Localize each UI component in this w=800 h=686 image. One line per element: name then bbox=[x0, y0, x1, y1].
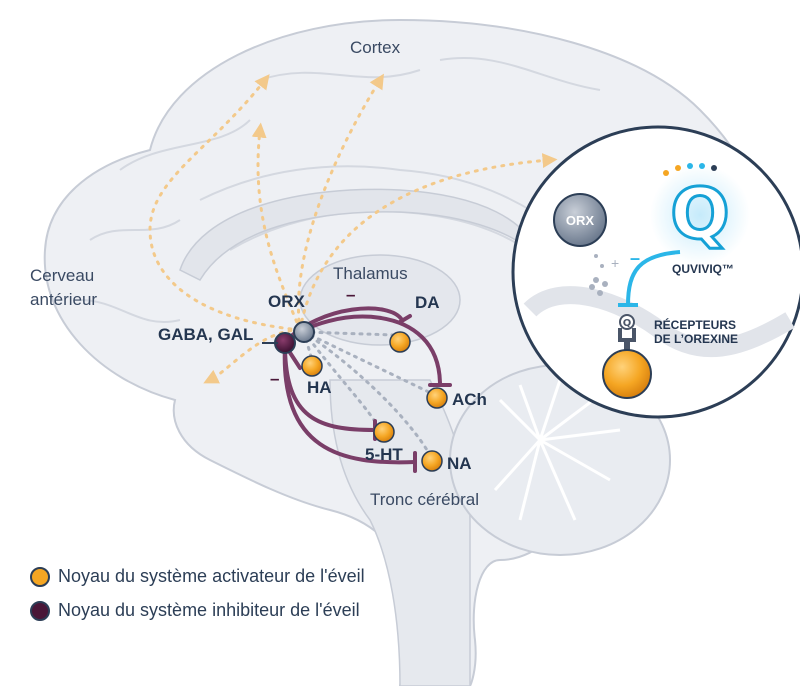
cerebellum bbox=[449, 364, 671, 556]
legend-inhibitor: Noyau du système inhibiteur de l'éveil bbox=[30, 600, 360, 621]
svg-text:Q: Q bbox=[670, 173, 730, 255]
thalamus-label: Thalamus bbox=[333, 264, 408, 283]
cortex-label: Cortex bbox=[350, 38, 401, 57]
orexin-receptors-label: RÉCEPTEURS DE L’OREXINE bbox=[654, 318, 739, 346]
ha-label: HA bbox=[307, 378, 332, 397]
cortex-projections bbox=[148, 73, 558, 384]
orx-label: ORX bbox=[268, 292, 305, 311]
quviviq-q-icon: Q bbox=[669, 172, 732, 257]
brainstem-label: Tronc cérébral bbox=[370, 490, 479, 509]
inset-minus-sign: – bbox=[630, 248, 640, 268]
inset-orx-particles bbox=[589, 254, 608, 296]
serotonin-label: 5-HT bbox=[365, 445, 403, 464]
mechanism-inset bbox=[511, 125, 800, 419]
legend-activator-text: Noyau du système activateur de l'éveil bbox=[58, 566, 365, 586]
drug-glow bbox=[650, 165, 750, 265]
inset-orx-label: ORX bbox=[566, 213, 595, 228]
na-nucleus bbox=[421, 450, 443, 472]
brain-gyri bbox=[79, 56, 721, 323]
ha-nucleus bbox=[301, 355, 323, 377]
drug-inhibition-line bbox=[626, 250, 681, 306]
quviviq-label: QUVIVIQ™ bbox=[672, 262, 735, 276]
da-label: DA bbox=[415, 293, 440, 312]
minus-sign-thalamus: – bbox=[346, 285, 355, 304]
forebrain-label: Cerveau antérieur bbox=[30, 266, 98, 309]
orx-nucleus bbox=[293, 321, 315, 343]
inset-plus-sign: + bbox=[611, 255, 619, 271]
activator-swatch bbox=[30, 566, 50, 587]
gaba-gal-label: GABA, GAL bbox=[158, 325, 254, 344]
serotonin-nucleus bbox=[373, 421, 395, 443]
minus-sign-ha: – bbox=[270, 369, 279, 388]
na-label: NA bbox=[447, 454, 472, 473]
inhibitor-swatch bbox=[30, 600, 50, 621]
ach-label: ACh bbox=[452, 390, 487, 409]
orexin-receptor bbox=[602, 314, 652, 399]
brainstem-shape bbox=[329, 379, 471, 686]
inset-orx-ball bbox=[553, 193, 607, 247]
thalamus-shape bbox=[299, 254, 461, 346]
nuclei-dots bbox=[274, 321, 448, 472]
legend-activator: Noyau du système activateur de l'éveil bbox=[30, 566, 365, 587]
drug-molecule-dots bbox=[663, 163, 717, 176]
legend-inhibitor-text: Noyau du système inhibiteur de l'éveil bbox=[58, 600, 360, 620]
ach-nucleus bbox=[426, 387, 448, 409]
receptor-q-icon: Q bbox=[623, 318, 632, 329]
da-nucleus bbox=[389, 331, 411, 353]
